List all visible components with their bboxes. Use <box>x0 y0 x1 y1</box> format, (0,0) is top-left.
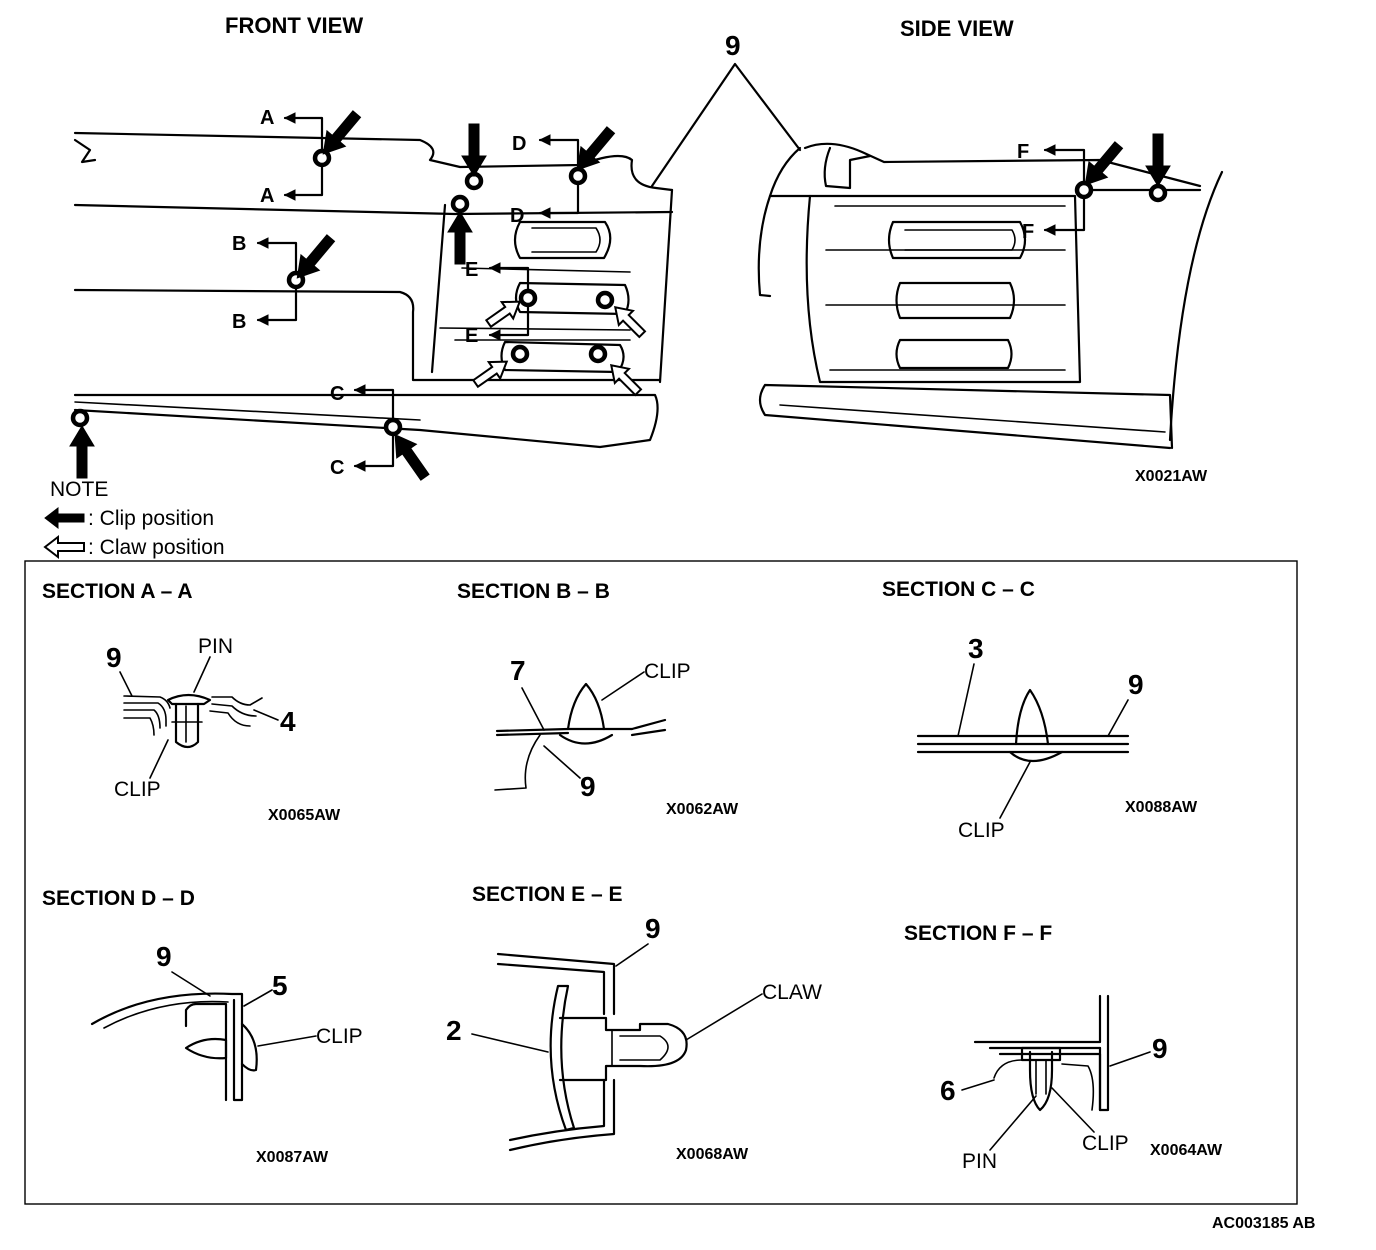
section-f-code: X0064AW <box>1150 1142 1223 1159</box>
section-e-leaders <box>471 943 763 1053</box>
section-mark-f-bottom: F <box>1022 221 1034 243</box>
section-mark-c-bottom: C <box>330 457 344 479</box>
legend-claw-label: : Claw position <box>88 536 225 559</box>
claw-position-arrows <box>468 292 651 401</box>
section-e-label-2: 2 <box>446 1015 462 1046</box>
section-c-label-3: 3 <box>968 633 984 664</box>
section-f-label-pin: PIN <box>962 1150 997 1173</box>
section-d-title: SECTION D – D <box>42 887 195 910</box>
section-mark-b-top: B <box>232 233 246 255</box>
section-mark-c-top: C <box>330 383 344 405</box>
section-a-title: SECTION A – A <box>42 580 193 603</box>
section-b-label-9: 9 <box>580 771 596 802</box>
section-mark-d-bottom: D <box>510 205 524 227</box>
legend <box>43 506 85 560</box>
section-e-drawing <box>496 952 688 1152</box>
section-b-code: X0062AW <box>666 801 739 818</box>
note-label: NOTE <box>50 478 108 501</box>
side-view-code: X0021AW <box>1135 468 1208 485</box>
section-mark-a-bottom: A <box>260 185 274 207</box>
section-a-label-4: 4 <box>280 706 296 737</box>
section-d-leaders <box>171 971 317 1047</box>
sections-frame <box>24 560 1298 1205</box>
legend-solid-arrow-icon <box>44 506 85 530</box>
section-mark-a-top: A <box>260 107 274 129</box>
section-b-leaders <box>521 671 645 779</box>
side-view-section-lines <box>1043 133 1171 236</box>
section-mark-d-top: D <box>512 133 526 155</box>
section-f-label-9: 9 <box>1152 1033 1168 1064</box>
section-a-label-9: 9 <box>106 642 122 673</box>
section-d-label-5: 5 <box>272 970 288 1001</box>
section-a-label-clip: CLIP <box>114 778 161 801</box>
section-f-label-6: 6 <box>940 1075 956 1106</box>
callout-9-leaders <box>650 62 802 188</box>
section-d-label-clip: CLIP <box>316 1025 363 1048</box>
section-a-label-pin: PIN <box>198 635 233 658</box>
section-b-drawing <box>494 682 667 791</box>
section-d-drawing <box>90 992 258 1102</box>
clip-position-arrows <box>69 105 621 485</box>
section-mark-e-bottom: E <box>465 325 478 347</box>
section-e-label-9: 9 <box>645 913 661 944</box>
callout-9-top: 9 <box>725 30 741 61</box>
section-c-code: X0088AW <box>1125 799 1198 816</box>
section-f-title: SECTION F – F <box>904 922 1052 945</box>
section-f-leaders <box>961 1051 1151 1151</box>
section-d-label-9: 9 <box>156 941 172 972</box>
side-view-title: SIDE VIEW <box>900 16 1014 41</box>
section-mark-e-top: E <box>465 259 478 281</box>
section-c-drawing <box>916 688 1130 763</box>
legend-clip-label: : Clip position <box>88 507 214 530</box>
section-c-leaders <box>957 663 1129 819</box>
section-e-label-claw: CLAW <box>762 981 822 1004</box>
section-f-drawing <box>973 994 1110 1112</box>
front-view-clip-points <box>70 148 615 437</box>
section-f-label-clip: CLIP <box>1082 1132 1129 1155</box>
section-e-code: X0068AW <box>676 1146 749 1163</box>
section-c-label-9: 9 <box>1128 669 1144 700</box>
side-view-bumper <box>757 142 1224 450</box>
section-mark-b-bottom: B <box>232 311 246 333</box>
section-a-code: X0065AW <box>268 807 341 824</box>
section-a-leaders <box>119 656 279 779</box>
section-a-drawing <box>123 693 263 749</box>
section-c-label-clip: CLIP <box>958 819 1005 842</box>
section-d-code: X0087AW <box>256 1149 329 1166</box>
front-view-title: FRONT VIEW <box>225 13 363 38</box>
section-b-title: SECTION B – B <box>457 580 610 603</box>
section-mark-f-top: F <box>1017 141 1029 163</box>
section-b-label-clip: CLIP <box>644 660 691 683</box>
section-c-title: SECTION C – C <box>882 578 1035 601</box>
section-b-label-7: 7 <box>510 655 526 686</box>
figure-code: AC003185 AB <box>1212 1215 1315 1232</box>
legend-hollow-arrow-icon <box>43 534 85 560</box>
section-e-title: SECTION E – E <box>472 883 623 906</box>
